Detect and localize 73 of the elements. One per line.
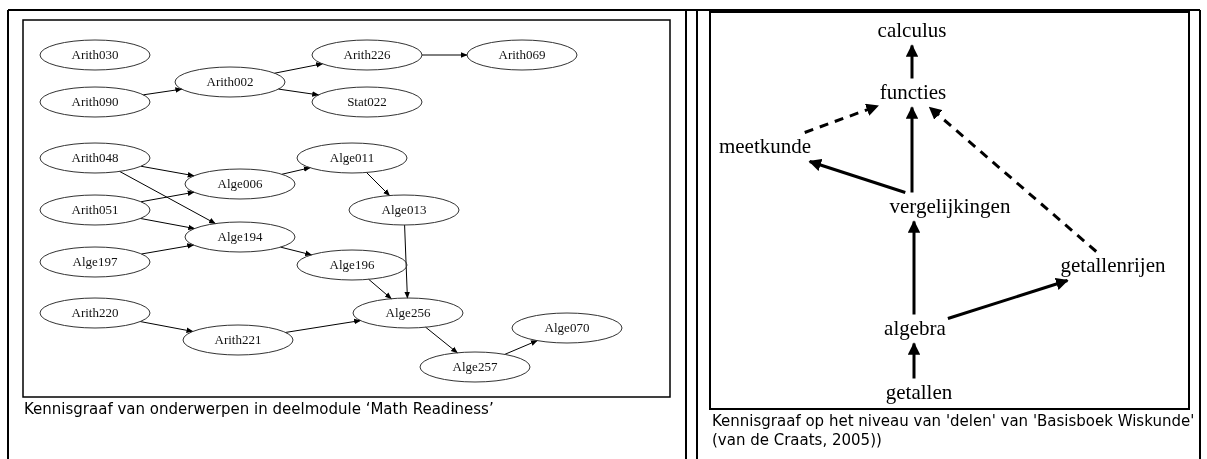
arrow [139, 217, 196, 231]
arrow [281, 166, 311, 175]
topic-label: getallen [885, 380, 953, 406]
topic-ellipse [296, 249, 408, 281]
arrow [140, 165, 195, 178]
topic-label: Arith069 [498, 47, 546, 63]
topic-label: functies [879, 80, 947, 106]
topic-ellipse [39, 246, 151, 278]
topic-label: Arith220 [71, 305, 119, 321]
caption: Kennisgraaf van onderwerpen in deelmodule ‘Math Readiness’ [24, 400, 495, 419]
topic-label: Alge197 [72, 254, 118, 270]
topic-label: getallenrijen [1060, 253, 1166, 279]
topic-label: Arith002 [206, 74, 254, 90]
arrow [425, 326, 458, 354]
arrow [141, 243, 195, 255]
topic-label: Arith048 [71, 150, 119, 166]
topic-label: calculus [877, 18, 947, 44]
topic-ellipse [184, 168, 296, 200]
caption: Kennisgraaf op het niveau van 'delen' van 'Basisboek Wiskunde' (van de Craats, 2005)) [712, 412, 1196, 450]
dashed-arrow [928, 106, 1098, 253]
topic-ellipse [182, 324, 294, 356]
topic-ellipse [352, 297, 464, 329]
topic-ellipse [311, 39, 423, 71]
topic-label: Alge256 [385, 305, 431, 321]
arrow [421, 52, 468, 58]
arrow [278, 88, 320, 97]
arrow [907, 342, 921, 379]
arrow [504, 340, 538, 355]
topic-ellipse [184, 221, 296, 253]
arrow [905, 44, 919, 79]
topic-label: Alge006 [217, 176, 263, 192]
topic-label: Alge194 [217, 229, 263, 245]
topic-ellipse [39, 39, 151, 71]
topic-ellipse [296, 142, 408, 174]
topic-ellipse [419, 351, 531, 383]
topic-label: vergelijkingen [889, 194, 1011, 220]
topic-label: Alge257 [452, 359, 498, 375]
topic-label: algebra [884, 316, 946, 342]
topic-ellipse [39, 142, 151, 174]
arrow [404, 224, 410, 299]
arrow [907, 220, 921, 315]
topic-label: meetkunde [718, 134, 812, 160]
arrow [808, 159, 906, 194]
topic-label: Alge070 [544, 320, 590, 336]
topic-ellipse [511, 312, 623, 344]
arrow [365, 171, 391, 197]
topic-ellipse [39, 86, 151, 118]
topic-ellipse [39, 194, 151, 226]
topic-ellipse [348, 194, 460, 226]
topic-label: Arith030 [71, 47, 119, 63]
topic-ellipse [466, 39, 578, 71]
arrow [140, 190, 195, 203]
arrow [368, 278, 392, 300]
topic-label: Arith226 [343, 47, 391, 63]
topic-label: Stat022 [347, 94, 387, 110]
arrow [142, 87, 183, 96]
topic-label: Arith090 [71, 94, 119, 110]
topic-label: Alge011 [329, 150, 375, 166]
topic-label: Arith221 [214, 332, 262, 348]
arrow [285, 318, 362, 333]
topic-label: Alge013 [381, 202, 427, 218]
arrow [947, 277, 1069, 320]
topic-label: Arith051 [71, 202, 119, 218]
arrow [119, 170, 216, 225]
topic-label: Alge196 [329, 257, 375, 273]
arrow [139, 321, 194, 334]
dashed-arrow [804, 103, 879, 134]
arrow [274, 62, 324, 74]
topic-ellipse [311, 86, 423, 118]
arrow [905, 106, 919, 193]
topic-ellipse [39, 297, 151, 329]
arrow [280, 246, 313, 257]
topic-ellipse [174, 66, 286, 98]
